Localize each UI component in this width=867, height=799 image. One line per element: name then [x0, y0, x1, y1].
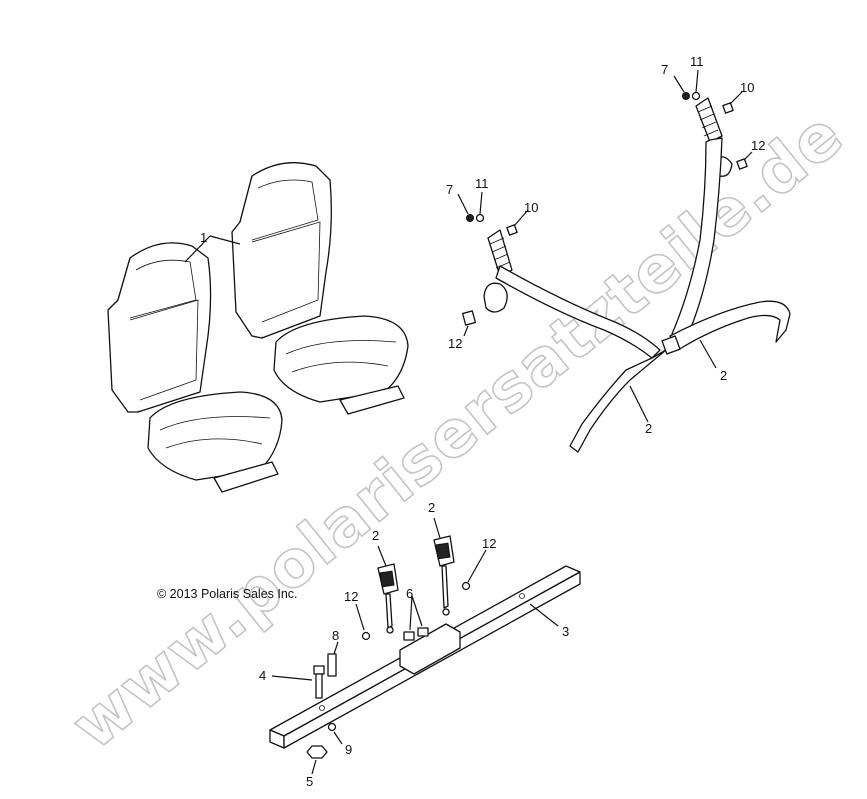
callout-12: 12	[751, 138, 765, 153]
callout-10: 10	[524, 200, 538, 215]
callout-4: 4	[259, 668, 266, 683]
seat-right	[231, 162, 409, 415]
callout-3: 3	[562, 624, 569, 639]
hardware-bottom	[306, 581, 471, 759]
seat-left	[107, 242, 283, 493]
callout-5: 5	[306, 774, 313, 789]
callout-11: 11	[690, 54, 704, 69]
hardware-top-left	[457, 191, 529, 337]
callout-10: 10	[740, 80, 754, 95]
callout-6: 6	[406, 586, 413, 601]
hardware-top-right	[673, 69, 753, 170]
callout-7: 7	[446, 182, 453, 197]
callout-2: 2	[428, 500, 435, 515]
mount-bar	[269, 565, 581, 749]
copyright-text: © 2013 Polaris Sales Inc.	[157, 587, 298, 601]
callout-9: 9	[345, 742, 352, 757]
callout-8: 8	[332, 628, 339, 643]
seat-belt-right-assembly	[661, 97, 791, 355]
callout-2: 2	[372, 528, 379, 543]
callout-1: 1	[200, 230, 207, 245]
callout-2: 2	[645, 421, 652, 436]
callout-11: 11	[475, 176, 489, 191]
callout-12: 12	[482, 536, 496, 551]
seat-belt-left-assembly	[461, 229, 667, 453]
buckle-left	[377, 563, 399, 634]
callout-2: 2	[720, 368, 727, 383]
callout-12: 12	[344, 589, 358, 604]
callout-7: 7	[661, 62, 668, 77]
callout-12: 12	[448, 336, 462, 351]
buckle-right	[433, 535, 455, 616]
